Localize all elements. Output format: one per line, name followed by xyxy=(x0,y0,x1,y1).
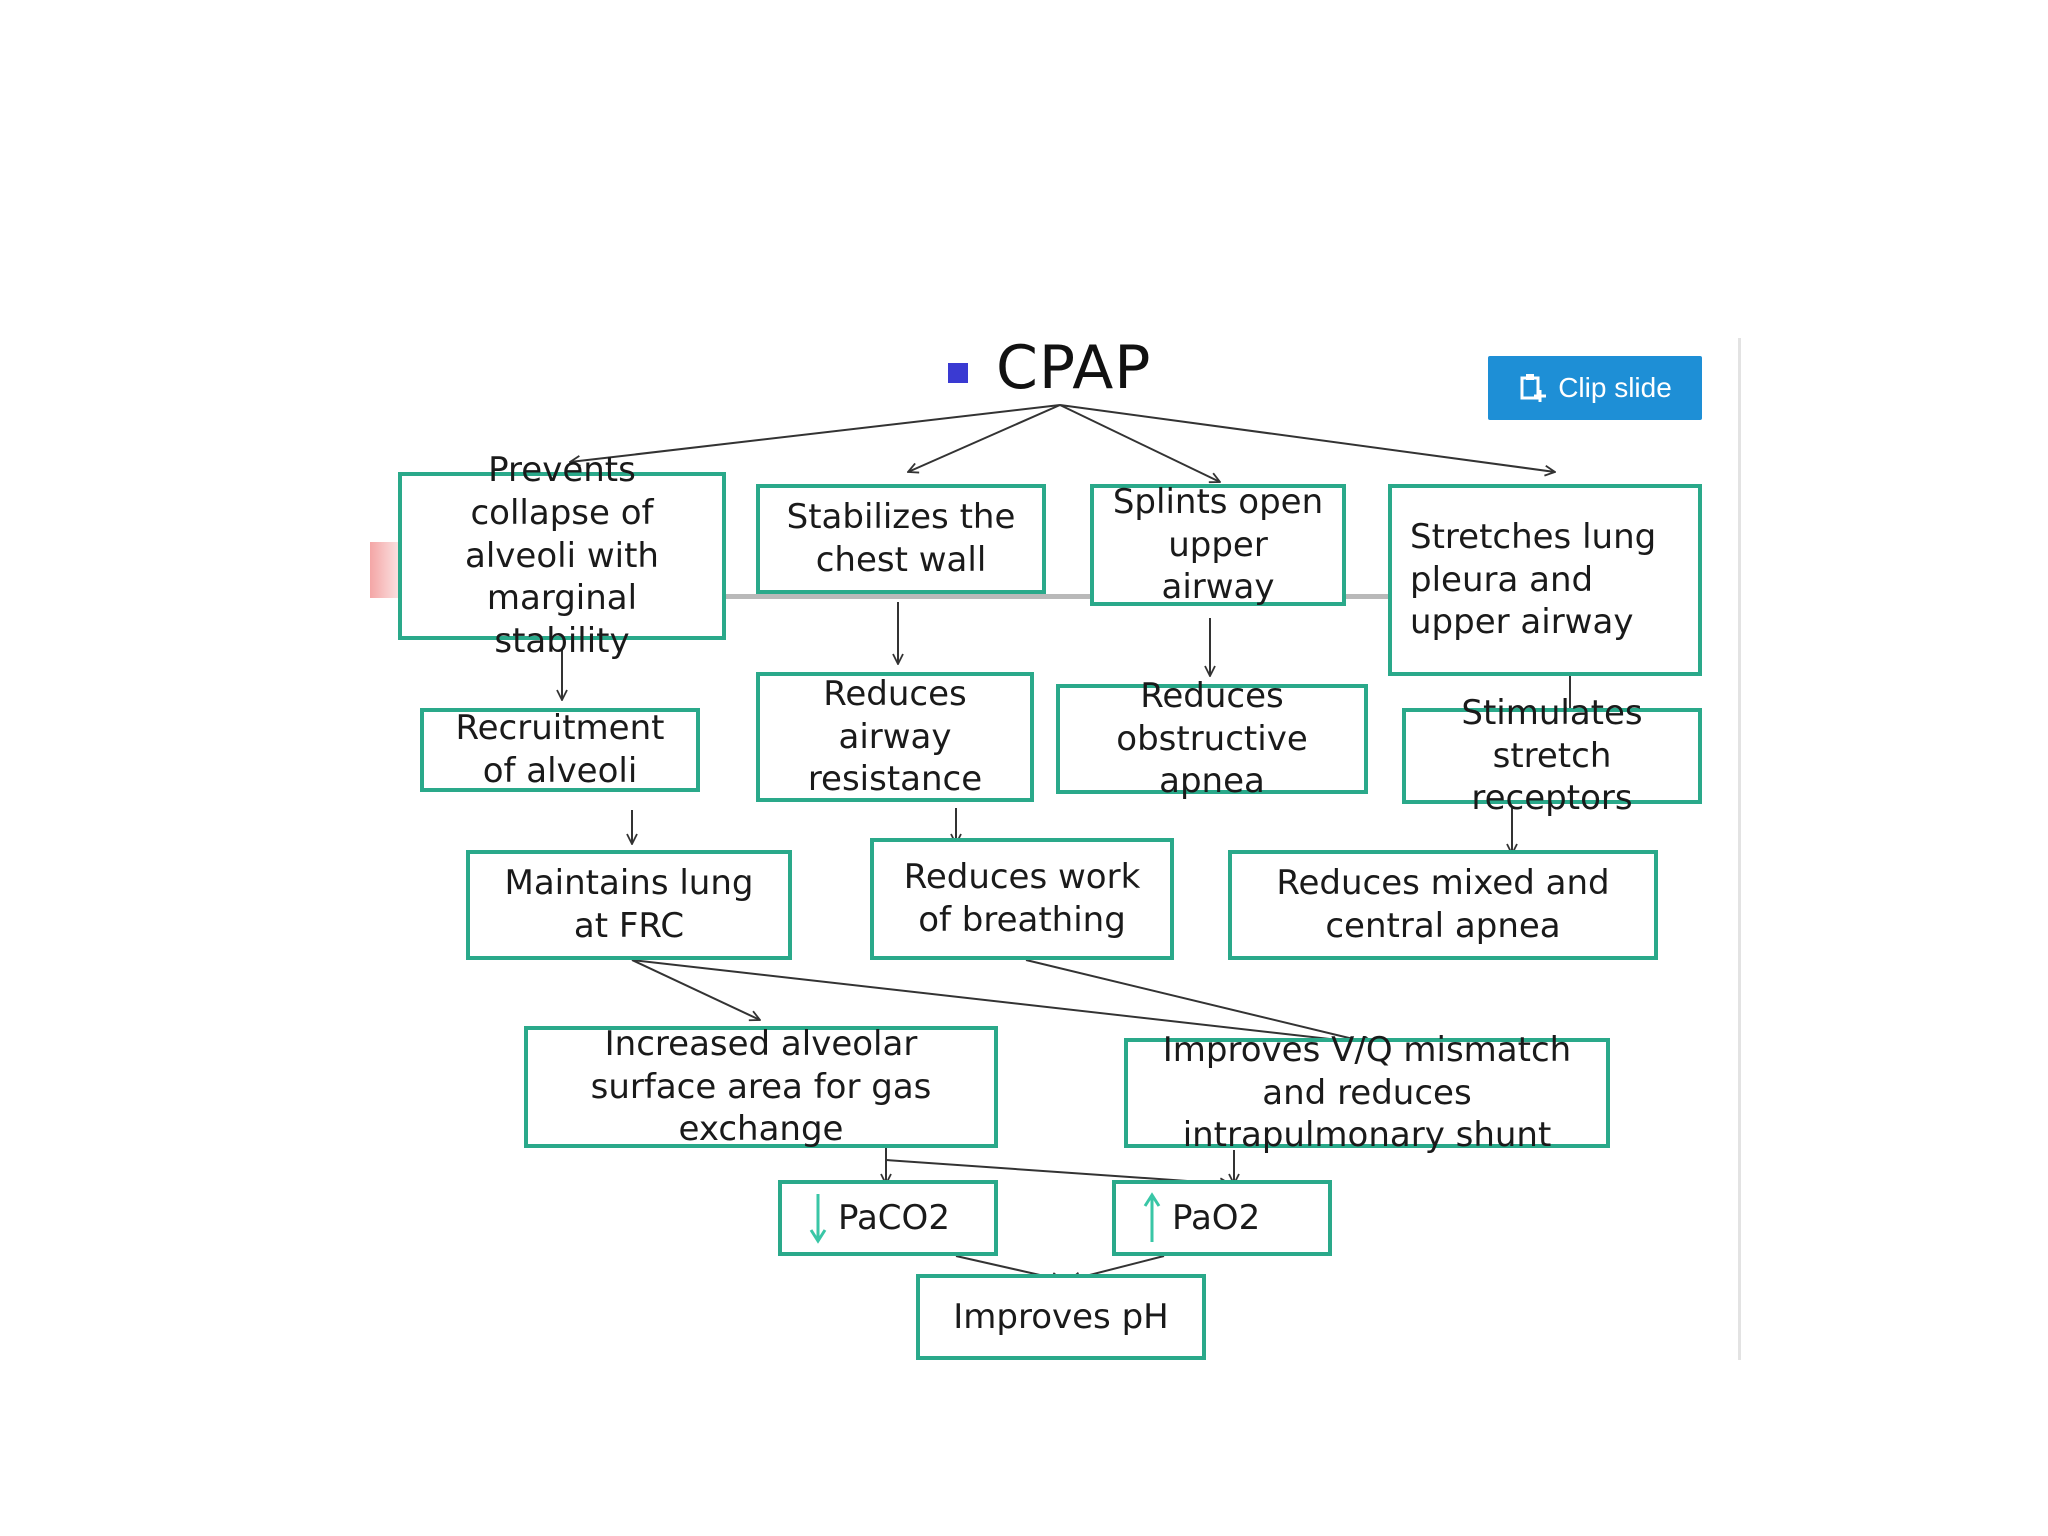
node-recruitment: Recruitment of alveoli xyxy=(420,708,700,792)
arrow-up-icon xyxy=(1143,1192,1161,1242)
node-reduces-work: Reduces work of breathing xyxy=(870,838,1174,960)
node-stabilizes-chest-label: Stabilizes the chest wall xyxy=(786,497,1016,580)
node-pao2: PaO2 xyxy=(1112,1180,1332,1256)
slide-edge-divider xyxy=(1738,338,1741,1360)
node-maintains-frc: Maintains lung at FRC xyxy=(466,850,792,960)
node-splints-airway: Splints open upper airway xyxy=(1090,481,1346,608)
node-reduces-work-label: Reduces work of breathing xyxy=(903,857,1141,940)
edge-maintains-frc-increased-surface xyxy=(631,959,760,1020)
node-reduces-obstructive-label: Reduces obstructive apnea xyxy=(1116,675,1308,802)
background-fragment xyxy=(370,542,400,598)
clip-slide-label: Clip slide xyxy=(1558,372,1672,403)
arrow-down-icon xyxy=(809,1194,827,1244)
clip-slide-button[interactable]: Clip slide xyxy=(1488,356,1702,420)
node-reduces-obstructive: Reduces obstructive apnea xyxy=(1056,676,1368,801)
node-reduces-mixed: Reduces mixed and central apnea xyxy=(1228,850,1658,960)
node-increased-surface-label: Increased alveolar surface area for gas … xyxy=(590,1023,932,1150)
node-stabilizes-chest: Stabilizes the chest wall xyxy=(756,484,1046,594)
node-improves-ph: Improves pH xyxy=(916,1274,1206,1360)
node-pao2-label: PaO2 xyxy=(1172,1197,1261,1238)
node-improves-ph-label: Improves pH xyxy=(953,1296,1169,1337)
clip-icon xyxy=(1520,374,1547,402)
node-reduces-mixed-label: Reduces mixed and central apnea xyxy=(1276,863,1610,946)
node-paco2-label: PaCO2 xyxy=(838,1197,950,1238)
node-increased-surface: Increased alveolar surface area for gas … xyxy=(524,1023,998,1150)
node-prevents-collapse-label: Prevents collapse of alveoli with margin… xyxy=(465,449,659,662)
node-splints-airway-label: Splints open upper airway xyxy=(1112,481,1324,608)
node-reduces-resistance-label: Reduces airway resistance xyxy=(807,673,983,800)
edge-cpap-stabilizes-chest xyxy=(908,404,1061,472)
node-improves-vq: Improves V/Q mismatch and reduces intrap… xyxy=(1124,1030,1610,1155)
square-bullet-icon xyxy=(948,363,968,383)
node-maintains-frc-label: Maintains lung at FRC xyxy=(504,863,754,946)
node-stimulates-receptors-label: Stimulates stretch receptors xyxy=(1461,692,1643,819)
node-stimulates-receptors: Stimulates stretch receptors xyxy=(1402,693,1702,818)
diagram-title-text: CPAP xyxy=(996,333,1152,403)
node-improves-vq-label: Improves V/Q mismatch and reduces intrap… xyxy=(1162,1029,1572,1156)
background-line xyxy=(722,594,1392,599)
node-stretches-lung: Stretches lung pleura and upper airway xyxy=(1388,484,1702,676)
node-paco2: PaCO2 xyxy=(778,1180,998,1256)
diagram-title: CPAP xyxy=(948,330,1151,406)
node-recruitment-label: Recruitment of alveoli xyxy=(455,708,665,791)
node-prevents-collapse: Prevents collapse of alveoli with margin… xyxy=(398,450,726,661)
edge-cpap-stretches-lung xyxy=(1059,404,1555,472)
node-reduces-resistance: Reduces airway resistance xyxy=(756,672,1034,802)
node-stretches-lung-label: Stretches lung pleura and upper airway xyxy=(1410,516,1657,643)
edge-cpap-splints-airway xyxy=(1059,404,1220,482)
